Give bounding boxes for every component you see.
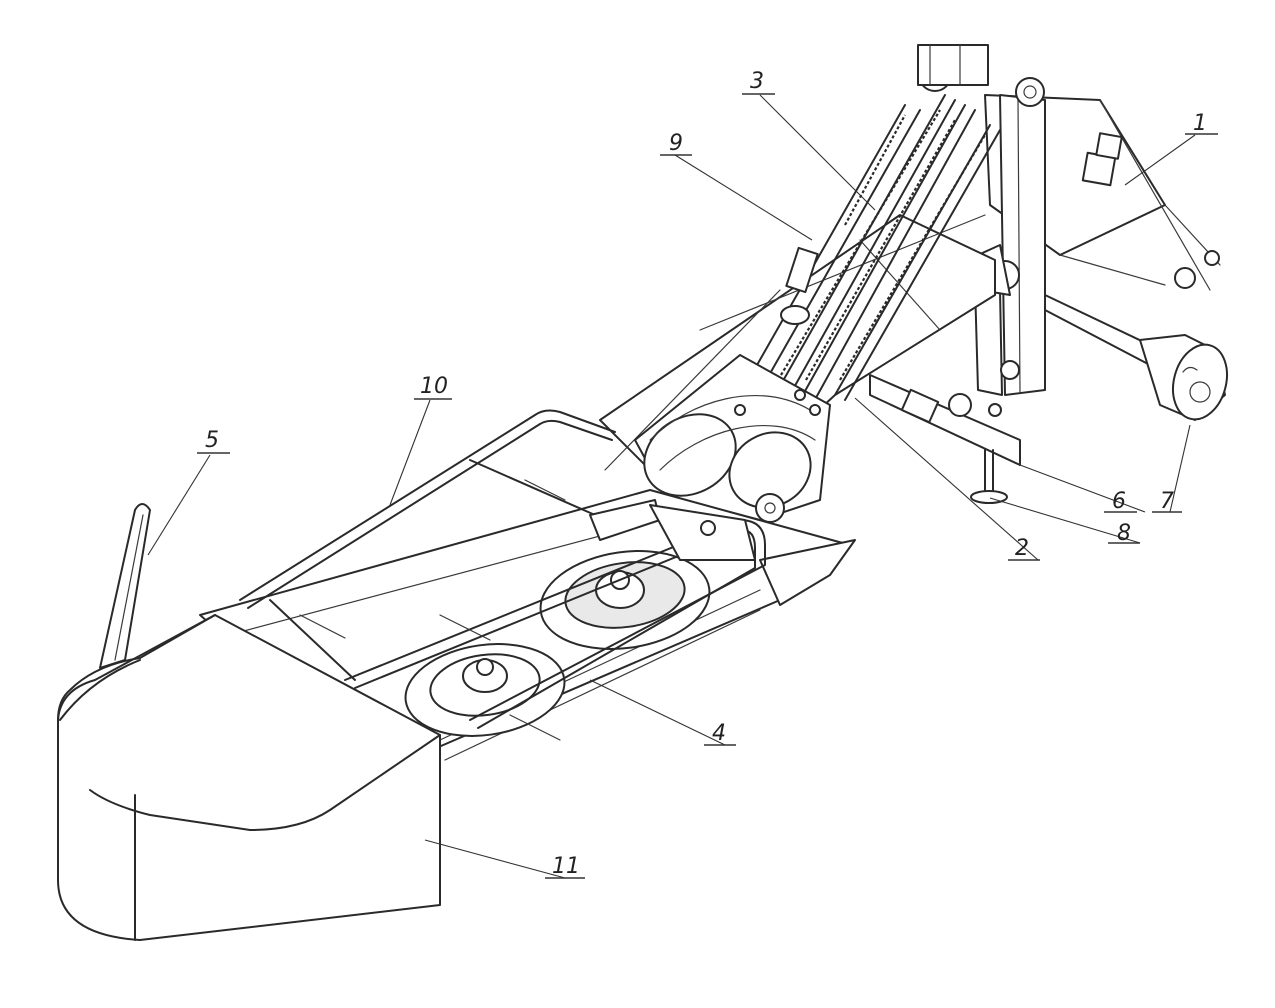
callout-9: 9 bbox=[660, 131, 692, 156]
callout-11: 11 bbox=[545, 854, 585, 879]
svg-text:2: 2 bbox=[1015, 536, 1029, 561]
callout-5: 5 bbox=[197, 428, 230, 454]
transport-handle bbox=[99, 503, 151, 669]
gearbox-housing bbox=[634, 354, 831, 523]
callout-7: 7 bbox=[1152, 489, 1182, 514]
callout-3: 3 bbox=[742, 69, 775, 95]
callout-8: 8 bbox=[1108, 521, 1140, 546]
svg-text:7: 7 bbox=[1160, 489, 1174, 514]
counterbalance-springs bbox=[774, 94, 1001, 406]
svg-text:3: 3 bbox=[750, 69, 764, 94]
svg-text:9: 9 bbox=[669, 131, 683, 156]
callout-4: 4 bbox=[704, 721, 736, 746]
callout-2: 2 bbox=[1008, 536, 1040, 561]
drive-shaft bbox=[1044, 294, 1228, 421]
protective-rail-frame bbox=[239, 409, 766, 741]
svg-text:11: 11 bbox=[552, 854, 580, 879]
callout-labels: 1 2 3 4 5 6 7 8 bbox=[197, 69, 1218, 879]
svg-text:1: 1 bbox=[1193, 111, 1207, 136]
three-point-hitch-frame bbox=[944, 77, 1221, 396]
callout-10: 10 bbox=[414, 374, 452, 400]
callout-leaders bbox=[147, 94, 1196, 879]
svg-text:6: 6 bbox=[1112, 489, 1126, 514]
svg-text:5: 5 bbox=[205, 428, 219, 453]
svg-text:10: 10 bbox=[420, 374, 448, 399]
callout-6: 6 bbox=[1104, 489, 1137, 514]
cutting-disc-left bbox=[404, 643, 566, 737]
svg-text:4: 4 bbox=[712, 721, 726, 746]
callout-1: 1 bbox=[1185, 111, 1218, 136]
drawbar-and-stand bbox=[869, 374, 1021, 504]
svg-text:8: 8 bbox=[1117, 521, 1131, 546]
